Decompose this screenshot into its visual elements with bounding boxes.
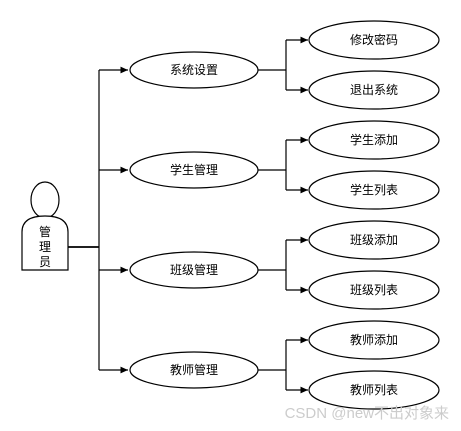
actor-connectors: [68, 66, 128, 374]
actor-head-shape: [30, 181, 60, 219]
watermark-text: CSDN @new不出对象来: [284, 405, 449, 422]
leaf-label: 学生列表: [350, 182, 398, 197]
module-label: 班级管理: [170, 262, 218, 277]
module-teacher-management: 教师管理 教师添加 教师列表: [129, 320, 440, 410]
leaf-ellipse-teacher-list: [308, 370, 440, 410]
leaf-label: 退出系统: [350, 83, 398, 97]
actor-admin: 管 理 员: [21, 181, 69, 271]
actor-label-line-2: 理: [39, 240, 51, 254]
leaf-ellipse-student-list: [308, 170, 440, 210]
leaf-label: 教师列表: [350, 382, 398, 397]
actor-label-line-1: 管: [39, 224, 51, 239]
leaf-label: 班级添加: [350, 233, 398, 247]
module-system-settings: 系统设置 修改密码 退出系统: [129, 20, 440, 110]
leaf-ellipse-change-password: [308, 20, 440, 60]
leaf-label: 学生添加: [350, 132, 398, 147]
leaf-label: 修改密码: [350, 32, 398, 47]
leaf-label: 教师添加: [350, 332, 398, 347]
leaf-label: 班级列表: [350, 283, 398, 297]
leaf-ellipse-class-list: [308, 270, 440, 310]
leaf-ellipse-student-add: [308, 120, 440, 160]
module-label: 学生管理: [170, 162, 218, 177]
leaf-ellipse-logout: [308, 70, 440, 110]
module-label: 系统设置: [170, 63, 218, 77]
leaf-ellipse-class-add: [308, 220, 440, 260]
module-label: 教师管理: [170, 362, 218, 377]
module-student-management: 学生管理 学生添加 学生列表: [129, 120, 440, 210]
leaf-ellipse-teacher-add: [308, 320, 440, 360]
actor-body-shape: [21, 215, 69, 271]
actor-label-line-3: 员: [39, 255, 51, 269]
module-class-management: 班级管理 班级添加 班级列表: [129, 220, 440, 310]
